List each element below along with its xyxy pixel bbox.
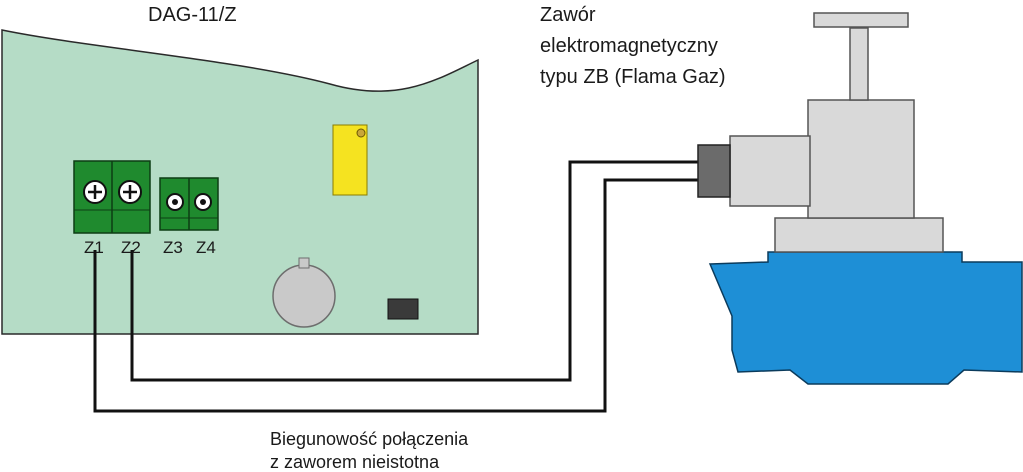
connection-wires	[93, 160, 698, 413]
terminal-label-z1: Z1	[84, 238, 104, 257]
device-title: DAG-11/Z	[148, 4, 237, 26]
terminal-label-z2: Z2	[121, 238, 141, 257]
valve-body-block	[807, 99, 915, 219]
screw-terminal-z3[interactable]	[166, 193, 184, 211]
terminal-label-z3: Z3	[163, 238, 183, 257]
polarity-note: Biegunowość połączenia z zaworem nieisto…	[270, 429, 469, 472]
wire-z1-to-valve	[93, 178, 698, 413]
valve-stem	[849, 27, 869, 101]
screw-terminal-z2[interactable]	[118, 180, 142, 204]
valve-coil-housing	[729, 135, 811, 207]
chip-component	[387, 298, 419, 320]
valve-label: Zawór elektromagnetyczny typu ZB (Flama …	[540, 4, 726, 88]
screw-terminal-z1[interactable]	[83, 180, 107, 204]
buzzer-component	[272, 257, 336, 328]
valve-handle[interactable]	[813, 12, 909, 28]
polarity-note-line-1: Biegunowość połączenia	[270, 429, 469, 449]
controller-board	[1, 29, 479, 335]
valve-label-line-2: elektromagnetyczny	[540, 35, 718, 57]
terminal-block-z3-z4	[159, 177, 219, 231]
valve-connector-plug[interactable]	[697, 144, 731, 198]
terminal-block-z1-z2	[73, 160, 151, 234]
screw-terminal-z4[interactable]	[194, 193, 212, 211]
valve-label-line-3: typu ZB (Flama Gaz)	[540, 66, 726, 88]
valve-label-line-1: Zawór	[540, 4, 596, 26]
wire-z2-to-valve	[130, 160, 698, 382]
solenoid-valve	[697, 12, 1023, 385]
terminal-label-z4: Z4	[196, 238, 216, 257]
polarity-note-line-2: z zaworem nieistotna	[270, 452, 440, 472]
board-outline	[1, 29, 479, 335]
valve-base-plate	[774, 217, 944, 253]
pipe-body	[708, 251, 1023, 385]
relay-component	[332, 124, 368, 196]
